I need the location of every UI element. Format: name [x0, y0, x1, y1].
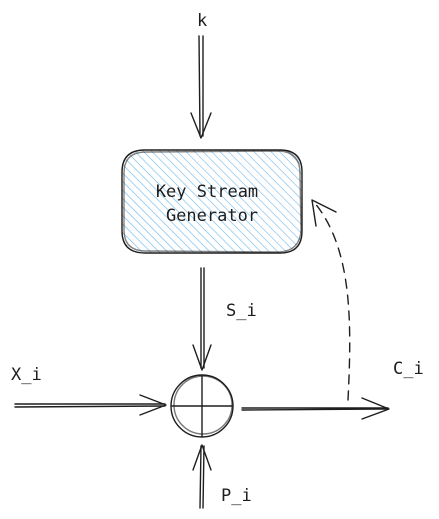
x-input-label: X_i — [11, 365, 42, 385]
p-input-label: P_i — [221, 486, 252, 506]
p-input-arrow — [192, 444, 212, 509]
key-arrow — [190, 35, 212, 139]
key-stream-generator-box: Key Stream Generator — [121, 149, 303, 254]
key-label: k — [197, 11, 207, 31]
keystream-arrow — [192, 267, 212, 371]
keystream-label: S_i — [226, 301, 257, 321]
output-label: C_i — [393, 359, 424, 379]
feedback-arrow — [311, 199, 351, 401]
generator-label-line1: Key Stream — [156, 182, 258, 202]
output-arrow — [241, 397, 390, 420]
xor-icon — [170, 374, 234, 438]
generator-label-line2: Generator — [166, 206, 258, 226]
x-input-arrow — [14, 394, 167, 416]
